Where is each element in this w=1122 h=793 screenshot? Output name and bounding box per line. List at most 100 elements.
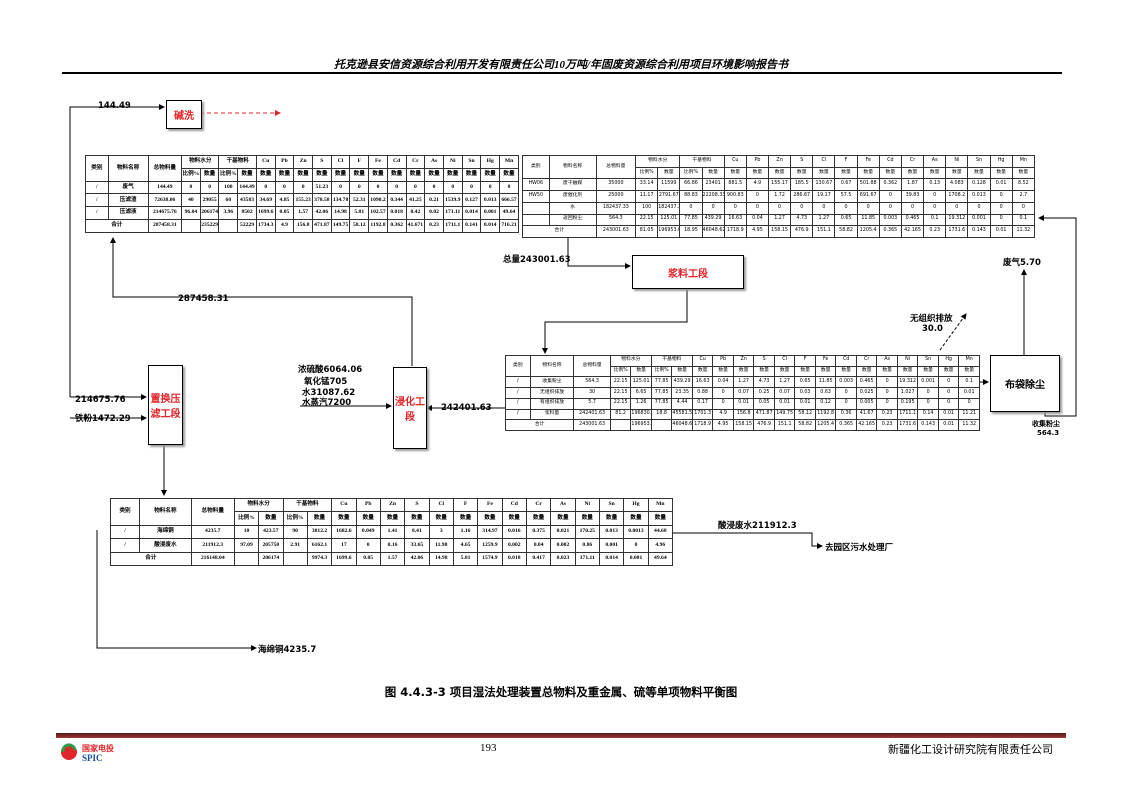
col-cu-qty: 数量 bbox=[691, 365, 714, 378]
cell: 171.11 bbox=[442, 206, 463, 221]
col-cd-qty: 数量 bbox=[878, 166, 902, 180]
cell: 0 bbox=[876, 397, 898, 410]
col-mn-qty: 数量 bbox=[499, 167, 519, 182]
cell: 45581.54 bbox=[671, 408, 693, 421]
cell: 11.85 bbox=[856, 213, 880, 227]
cell: 57.5 bbox=[834, 190, 858, 203]
cell: 0 bbox=[917, 397, 939, 410]
cell: 0.018 bbox=[501, 551, 527, 567]
cell: 52229 bbox=[237, 219, 257, 233]
cell: 18.95 bbox=[679, 225, 703, 238]
cell: 214675.76 bbox=[147, 206, 183, 221]
cell: 0.1 bbox=[923, 213, 947, 227]
col-cr: Cr bbox=[855, 355, 878, 367]
cell: 0.013 bbox=[598, 524, 625, 540]
cell: 0 bbox=[723, 201, 747, 215]
cell: 1205.4 bbox=[814, 419, 837, 431]
cell: 29055 bbox=[199, 193, 220, 208]
cell: 43583 bbox=[237, 193, 257, 208]
cell: 41.671 bbox=[405, 219, 426, 233]
cell: 564.3 bbox=[573, 376, 611, 389]
col-sn-qty: 数量 bbox=[967, 166, 991, 180]
col-dry-ratio: 比例% bbox=[650, 365, 673, 378]
cell: 18.8 bbox=[650, 408, 673, 421]
cell: 0.021 bbox=[550, 524, 576, 540]
cell: 0.07 bbox=[773, 387, 796, 399]
col-water-ratio: 比例% bbox=[233, 511, 260, 526]
cell: 0.23 bbox=[876, 419, 898, 431]
cell: 海绵铜 bbox=[139, 524, 192, 540]
col-total: 总物料量 bbox=[595, 154, 637, 180]
cell: 1.57 bbox=[379, 551, 406, 567]
cell: 0.362 bbox=[386, 219, 407, 233]
cell: 0.1 bbox=[958, 376, 980, 389]
cell: 0.001 bbox=[623, 551, 649, 567]
cell: 废干触媒 bbox=[548, 178, 597, 192]
cell: 4.95 bbox=[745, 225, 770, 238]
cell: 170.25 bbox=[574, 524, 600, 540]
cell: 0 bbox=[355, 538, 381, 553]
cell: 0.25 bbox=[753, 387, 775, 399]
cell: 1.26 bbox=[630, 397, 652, 410]
col-total: 总物料量 bbox=[573, 354, 611, 378]
cell: 0 bbox=[442, 180, 463, 195]
cell: 1090.2 bbox=[368, 193, 388, 208]
cell: 42.165 bbox=[855, 419, 878, 431]
cell: 211912.3 bbox=[190, 538, 235, 553]
col-fe: Fe bbox=[814, 355, 837, 367]
cell: 0 bbox=[989, 201, 1013, 215]
cell: 0 bbox=[712, 397, 734, 410]
cell: 16.63 bbox=[723, 213, 747, 227]
col-dry: 干基物料 bbox=[218, 155, 257, 169]
cell: 58.12 bbox=[349, 219, 370, 233]
cell: 0.14 bbox=[917, 408, 939, 421]
col-pb: Pb bbox=[712, 355, 734, 367]
col-hg-qty: 数量 bbox=[937, 365, 960, 378]
col-name: 物料名称 bbox=[529, 354, 575, 378]
cell: 酸浸废水 bbox=[139, 538, 192, 553]
total-row: 合计243001.6381.05196953.0118.9546048.6217… bbox=[522, 225, 1036, 238]
box-press-stage: 置换压滤工段 bbox=[148, 365, 183, 445]
cell: 0.014 bbox=[598, 551, 625, 567]
cell: 125.01 bbox=[630, 376, 652, 389]
cell: 34.69 bbox=[255, 193, 276, 208]
col-sn: Sn bbox=[917, 355, 939, 367]
col-sn: Sn bbox=[598, 497, 625, 513]
col-f-qty: 数量 bbox=[834, 166, 858, 180]
col-category: 类别 bbox=[522, 154, 550, 180]
cell: 23.35 bbox=[671, 387, 693, 399]
cell: 0 bbox=[923, 190, 947, 203]
col-hg-qty: 数量 bbox=[989, 166, 1013, 180]
col-dry: 干基物料 bbox=[679, 155, 725, 168]
col-cu: Cu bbox=[691, 355, 714, 367]
cell: 0 bbox=[878, 190, 902, 203]
cell: 8.52 bbox=[1011, 178, 1036, 192]
col-ni: Ni bbox=[896, 355, 919, 367]
col-dry-ratio: 比例% bbox=[218, 167, 239, 182]
col-sn-qty: 数量 bbox=[598, 511, 625, 526]
col-zn: Zn bbox=[293, 155, 313, 169]
box-slurry-stage: 浆料工段 bbox=[632, 255, 744, 289]
cell: 19.312 bbox=[945, 213, 969, 227]
cell: 0 bbox=[330, 180, 351, 195]
cell: 60 bbox=[218, 193, 239, 208]
cell: 压滤渣 bbox=[107, 193, 149, 208]
col-sn-qty: 数量 bbox=[917, 365, 939, 378]
cell: 691.67 bbox=[856, 190, 880, 203]
cell: 0 bbox=[790, 201, 814, 215]
cell: 0 bbox=[989, 190, 1013, 203]
col-cr-qty: 数量 bbox=[855, 365, 878, 378]
col-water-ratio: 比例% bbox=[609, 365, 632, 378]
cell: 无组织排放 bbox=[529, 387, 575, 399]
label-dust: 收集粉尘 bbox=[1032, 420, 1060, 428]
cell: 0 bbox=[255, 180, 276, 195]
col-zn-qty: 数量 bbox=[379, 511, 406, 526]
col-cr-qty: 数量 bbox=[525, 511, 552, 526]
cell: 14.98 bbox=[428, 551, 454, 567]
col-f: F bbox=[834, 155, 858, 168]
cell: 0 bbox=[945, 201, 969, 215]
cell: 40 bbox=[181, 193, 201, 208]
